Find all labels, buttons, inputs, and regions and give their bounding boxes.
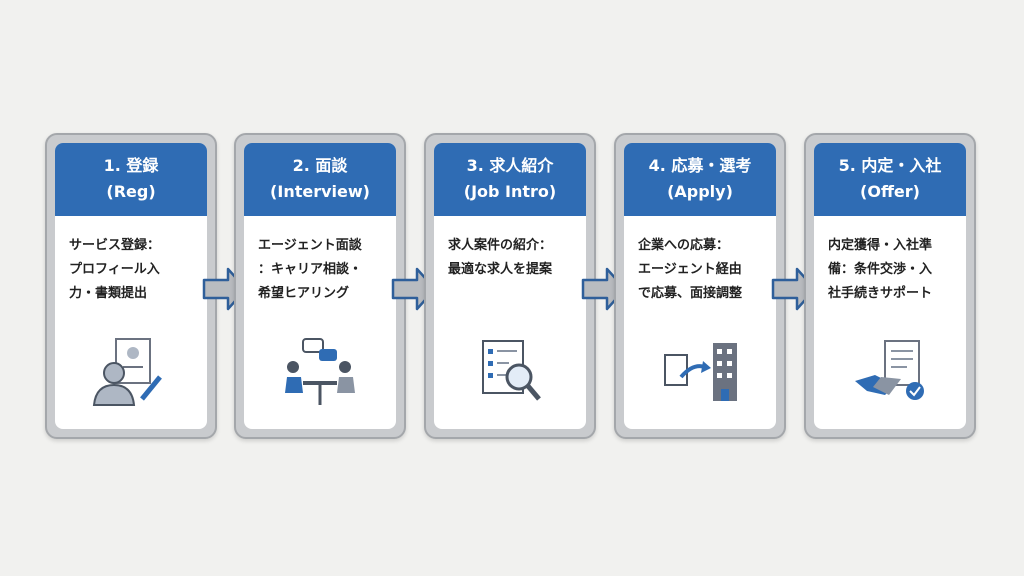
handshake-icon xyxy=(814,337,966,411)
step-card-inner: 5. 内定・入社 (Offer) 内定獲得・入社準 備：条件交渉・入 社手続きサ… xyxy=(814,143,966,429)
step-card: 1. 登録 (Reg) サービス登録： プロフィール入 力・書類提出 xyxy=(45,133,217,439)
step-header: 5. 内定・入社 (Offer) xyxy=(814,143,966,216)
step-title: 3. 求人紹介 xyxy=(466,156,554,175)
step-description: 内定獲得・入社準 備：条件交渉・入 社手続きサポート xyxy=(828,238,933,301)
step-description: エージェント面談 ：キャリア相談・ 希望ヒアリング xyxy=(258,238,363,301)
step-card: 5. 内定・入社 (Offer) 内定獲得・入社準 備：条件交渉・入 社手続きサ… xyxy=(804,133,976,439)
step-subtitle: (Job Intro) xyxy=(463,182,557,201)
step-card: 3. 求人紹介 (Job Intro) 求人案件の紹介： 最適な求人を提案 xyxy=(424,133,596,439)
step-card-inner: 4. 応募・選考 (Apply) 企業への応募： エージェント経由 で応募、面接… xyxy=(624,143,776,429)
step-card: 2. 面談 (Interview) エージェント面談 ：キャリア相談・ 希望ヒア… xyxy=(234,133,406,439)
meeting-icon xyxy=(244,337,396,411)
step-header: 1. 登録 (Reg) xyxy=(55,143,207,216)
step-description: サービス登録： プロフィール入 力・書類提出 xyxy=(69,238,161,301)
step-header: 2. 面談 (Interview) xyxy=(244,143,396,216)
step-header: 3. 求人紹介 (Job Intro) xyxy=(434,143,586,216)
step-subtitle: (Reg) xyxy=(106,182,156,201)
search-list-icon xyxy=(434,337,586,411)
step-description: 企業への応募： エージェント経由 で応募、面接調整 xyxy=(638,238,743,301)
step-title: 4. 応募・選考 xyxy=(648,156,752,175)
step-subtitle: (Offer) xyxy=(860,182,920,201)
step-title: 1. 登録 xyxy=(103,156,159,175)
step-title: 5. 内定・入社 xyxy=(838,156,942,175)
step-card-inner: 3. 求人紹介 (Job Intro) 求人案件の紹介： 最適な求人を提案 xyxy=(434,143,586,429)
step-description: 求人案件の紹介： 最適な求人を提案 xyxy=(448,238,553,277)
step-header: 4. 応募・選考 (Apply) xyxy=(624,143,776,216)
step-title: 2. 面談 xyxy=(292,156,348,175)
profile-icon xyxy=(55,337,207,411)
step-subtitle: (Interview) xyxy=(270,182,370,201)
step-card-inner: 2. 面談 (Interview) エージェント面談 ：キャリア相談・ 希望ヒア… xyxy=(244,143,396,429)
apply-building-icon xyxy=(624,337,776,411)
step-card-inner: 1. 登録 (Reg) サービス登録： プロフィール入 力・書類提出 xyxy=(55,143,207,429)
step-subtitle: (Apply) xyxy=(667,182,733,201)
step-card: 4. 応募・選考 (Apply) 企業への応募： エージェント経由 で応募、面接… xyxy=(614,133,786,439)
